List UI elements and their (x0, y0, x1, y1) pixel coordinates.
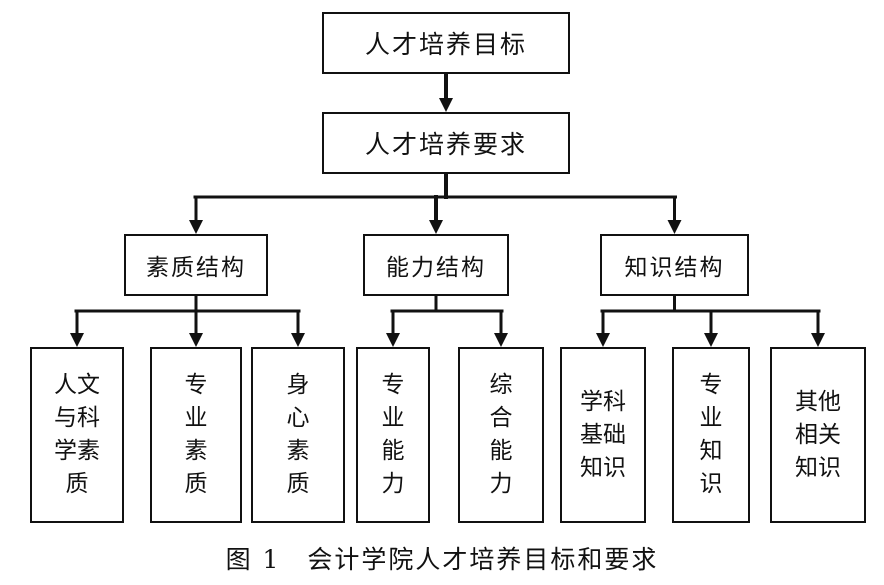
arrow-to-leaf-1-0-head (386, 333, 400, 347)
arrow-to-leaf-1-1-head (494, 333, 508, 347)
arrow-to-category-0-head (189, 220, 203, 234)
leaf-label: 学科 基础 知识 (580, 388, 626, 481)
leaf-other-related-knowledge: 其他 相关 知识 (770, 347, 866, 523)
leaf-label: 专 业 能 力 (381, 372, 405, 497)
category-knowledge-structure-box: 知识结构 (600, 234, 749, 296)
arrow-to-category-2-head (667, 220, 682, 234)
leaf-label: 身 心 素 质 (286, 372, 310, 497)
category-ability-structure-box: 能力结构 (363, 234, 509, 296)
leaf-professional-quality: 专 业 素 质 (150, 347, 242, 523)
leaf-comprehensive-ability: 综 合 能 力 (458, 347, 544, 523)
arrow-to-leaf-0-1-head (189, 333, 203, 347)
leaf-professional-knowledge: 专 业 知 识 (672, 347, 750, 523)
requirements-box: 人才培养要求 (322, 112, 570, 174)
root-goal-box: 人才培养目标 (322, 12, 570, 74)
category-quality-structure-box: 素质结构 (124, 234, 268, 296)
leaf-professional-ability: 专 业 能 力 (356, 347, 430, 523)
leaf-label: 专 业 素 质 (184, 372, 208, 497)
arrow-to-leaf-0-2-head (291, 333, 305, 347)
leaf-label: 其他 相关 知识 (795, 388, 841, 481)
leaf-humanities-science-quality: 人文 与科 学素 质 (30, 347, 124, 523)
arrow-root-to-requirements-head (439, 98, 453, 112)
leaf-label: 人文 与科 学素 质 (54, 372, 100, 497)
arrow-to-leaf-0-0-head (70, 333, 84, 347)
leaf-label: 综 合 能 力 (489, 372, 513, 497)
figure-caption: 图 1 会计学院人才培养目标和要求 (225, 545, 659, 574)
arrow-to-leaf-2-2-head (811, 333, 825, 347)
arrow-to-category-1-head (429, 220, 443, 234)
leaf-physical-mental-quality: 身 心 素 质 (251, 347, 345, 523)
arrow-to-leaf-2-1-head (704, 333, 718, 347)
leaf-label: 专 业 知 识 (699, 372, 723, 497)
leaf-basic-discipline-knowledge: 学科 基础 知识 (560, 347, 646, 523)
arrow-to-leaf-2-0-head (596, 333, 610, 347)
